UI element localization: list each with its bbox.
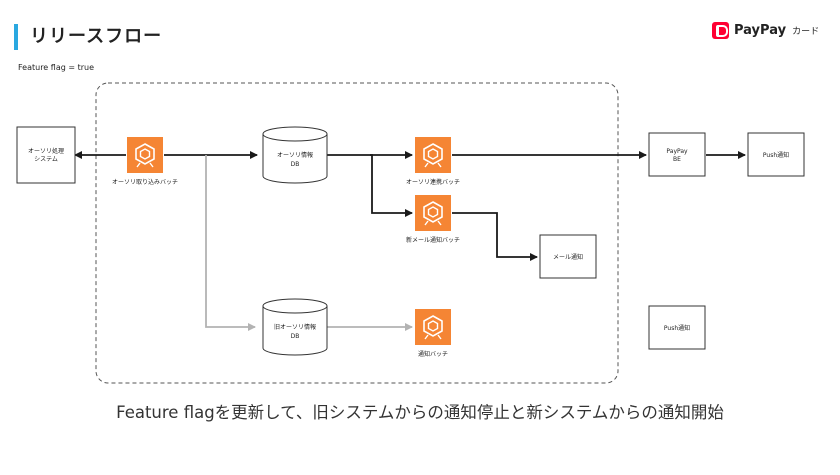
new-mail-batch-node: 新メール通知バッチ	[406, 195, 460, 244]
auth-db-label-1: オーソリ情報	[277, 151, 313, 159]
old-notify-batch-node: 通知バッチ	[415, 309, 451, 358]
old-notify-batch-label: 通知バッチ	[418, 350, 448, 358]
new-mail-batch-icon	[415, 195, 451, 231]
arrow-ingest-old-db	[205, 155, 256, 331]
paypay-be-label-1: PayPay	[666, 148, 688, 155]
old-db-label-1: 旧オーソリ情報	[274, 323, 316, 331]
paypay-be-box: PayPay BE	[648, 132, 706, 177]
feature-flag-label: Feature flag = true	[18, 63, 94, 72]
ingest-batch-icon	[127, 137, 163, 173]
link-batch-label: オーソリ連携バッチ	[406, 178, 460, 186]
arrow-mailbatch-mail	[452, 212, 538, 261]
push-notify-label-1: Push通知	[763, 151, 789, 159]
paypay-logo-icon	[712, 22, 729, 39]
mail-notify-box: メール通知	[539, 234, 597, 279]
push-notify-label-2: Push通知	[664, 324, 690, 332]
push-notify-box-1: Push通知	[747, 132, 805, 177]
external-system-label-2: システム	[34, 156, 58, 163]
auth-db-label-2: DB	[291, 161, 300, 168]
logo-text: PayPay	[734, 23, 787, 38]
title-accent-bar	[14, 24, 18, 50]
mail-notify-label: メール通知	[553, 253, 583, 261]
paypay-card-logo: PayPay カード	[712, 22, 819, 39]
push-notify-box-2: Push通知	[648, 305, 706, 350]
external-system-box: オーソリ処理 システム	[16, 126, 76, 184]
logo-subtext: カード	[792, 27, 820, 37]
ingest-batch-label: オーソリ取り込みバッチ	[112, 178, 178, 186]
paypay-be-label-2: BE	[673, 156, 681, 163]
link-batch-icon	[415, 137, 451, 173]
link-batch-node: オーソリ連携バッチ	[406, 137, 460, 186]
ingest-batch-node: オーソリ取り込みバッチ	[112, 137, 178, 186]
page-title: リリースフロー	[30, 26, 163, 47]
arrow-db-mail-batch	[370, 154, 413, 217]
new-system-boundary	[95, 82, 619, 384]
new-mail-batch-label: 新メール通知バッチ	[406, 236, 460, 244]
external-system-label-1: オーソリ処理	[28, 147, 64, 155]
old-notify-batch-icon	[415, 309, 451, 345]
old-db-label-2: DB	[291, 333, 300, 340]
old-db-node: 旧オーソリ情報 DB	[262, 298, 328, 356]
auth-db-node: オーソリ情報 DB	[262, 126, 328, 184]
slide-caption: Feature flagを更新して、旧システムからの通知停止と新システムからの通…	[116, 403, 724, 422]
